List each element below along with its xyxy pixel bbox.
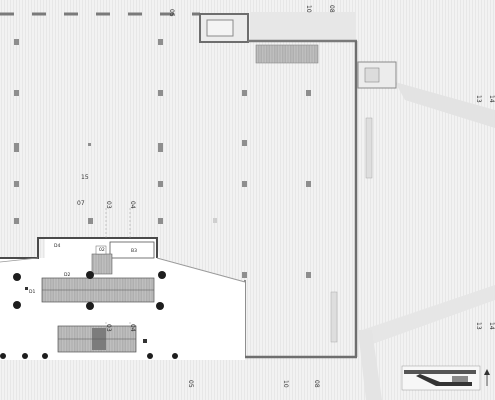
column — [242, 140, 247, 146]
grid-label-top-08: 08 — [328, 5, 335, 13]
round-column — [22, 353, 28, 359]
grid-label-top-05: 05 — [168, 9, 175, 17]
room-tag-d4: D4 — [54, 243, 60, 249]
grid-label-interior-03-lower: 03 — [105, 324, 112, 332]
road-vertical — [358, 330, 382, 400]
building-floor — [0, 14, 356, 357]
grid-label-left-07: 07 — [77, 200, 85, 207]
round-columns — [0, 271, 178, 359]
column — [14, 39, 19, 45]
round-column — [13, 273, 21, 281]
column — [158, 90, 163, 96]
round-column — [86, 302, 94, 310]
column — [306, 90, 311, 96]
fixture-right-2 — [330, 291, 338, 343]
north-arrow-head — [484, 369, 490, 375]
room-tag-b3: B3 — [131, 248, 137, 254]
grid-lines — [105, 208, 131, 330]
structural-columns — [14, 39, 311, 278]
column — [14, 218, 19, 224]
column — [213, 218, 217, 223]
column — [14, 90, 19, 96]
round-column — [147, 353, 153, 359]
key-plan-icon — [401, 365, 481, 391]
column — [242, 181, 247, 187]
column — [158, 218, 163, 224]
column — [14, 181, 19, 187]
grid-label-bottom-08: 08 — [313, 380, 320, 388]
round-column — [172, 353, 178, 359]
column — [242, 90, 247, 96]
core-top-inner — [206, 19, 234, 37]
column — [306, 272, 311, 278]
grid-label-left-15: 15 — [81, 174, 89, 181]
round-column — [13, 301, 21, 309]
column — [158, 143, 163, 152]
key-plan-base — [404, 370, 476, 374]
grid-label-bottom-10: 10 — [282, 380, 289, 388]
column — [306, 181, 311, 187]
round-column — [156, 302, 164, 310]
key-plan-mark — [452, 376, 468, 382]
lobby-slanted-wall — [156, 257, 246, 283]
grid-label-right-14-lower: 14 — [488, 322, 495, 330]
column — [143, 339, 147, 343]
column — [88, 143, 91, 146]
room-tag-02: 02 — [99, 247, 105, 253]
grid-label-interior-03-upper: 03 — [105, 201, 112, 209]
annex-light — [250, 12, 355, 42]
north-arrow-icon — [484, 369, 490, 386]
round-column — [42, 353, 48, 359]
round-column — [86, 271, 94, 279]
room-tag-d2: D2 — [64, 272, 70, 278]
room-tag-d1: D1 — [29, 289, 35, 295]
grid-label-right-13-lower: 13 — [475, 322, 482, 330]
lift-stair — [91, 253, 113, 275]
column — [25, 287, 28, 290]
grid-label-interior-04-upper: 04 — [129, 201, 136, 209]
lift-core — [109, 241, 155, 259]
grid-label-interior-04-lower: 04 — [129, 324, 136, 332]
grid-label-top-10: 10 — [305, 5, 312, 13]
key-plan-shape — [416, 374, 472, 386]
fixture-right-1 — [365, 117, 373, 179]
grid-label-bottom-05: 05 — [187, 380, 194, 388]
lobby-wall — [0, 237, 158, 259]
column — [158, 181, 163, 187]
round-column — [158, 271, 166, 279]
column — [14, 143, 19, 152]
grid-label-right-14-upper: 14 — [488, 95, 495, 103]
road-upper — [395, 82, 495, 128]
grid-label-right-13-upper: 13 — [475, 95, 482, 103]
round-column — [0, 353, 6, 359]
lobby-left-slant — [0, 257, 39, 263]
stair-block-top — [255, 44, 319, 64]
lift-small — [95, 245, 107, 255]
column — [242, 272, 247, 278]
key-plan-frame — [401, 365, 481, 391]
annex-inner — [364, 67, 380, 83]
column — [158, 39, 163, 45]
road-lower — [362, 285, 495, 345]
column — [88, 218, 93, 224]
